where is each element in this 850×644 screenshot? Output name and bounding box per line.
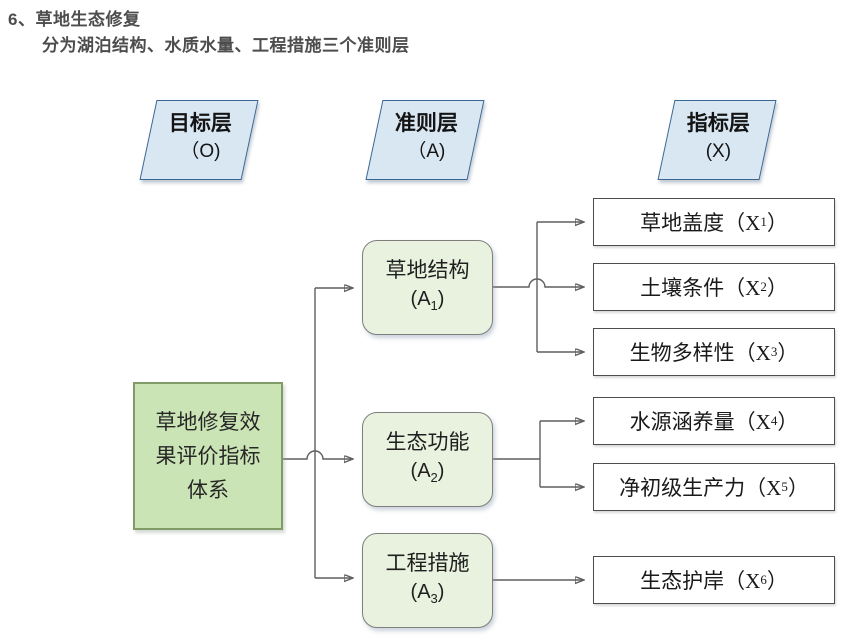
section-subtitle: 分为湖泊结构、水质水量、工程措施三个准则层 (42, 36, 410, 55)
indicator-label: 土壤条件 (640, 276, 725, 300)
header-criteria-layer: 准则层 （A) (365, 100, 485, 180)
criteria-label: 生态功能 (385, 430, 470, 454)
connector-o-to-a2 (283, 450, 352, 459)
criteria-box-a1: 草地结构 (A1) (362, 240, 493, 335)
criteria-code: (A3) (410, 581, 445, 606)
indicator-label: 草地盖度 (640, 211, 725, 235)
indicator-label: 生态护岸 (640, 569, 725, 593)
objective-line: 果评价指标 (155, 444, 261, 468)
section-title: 6、草地生态修复 (8, 10, 141, 29)
header-indicator-text: 指标层 (X) (686, 112, 750, 162)
header-objective-text: 目标层 （O) (168, 112, 232, 162)
criteria-code: (A2) (410, 460, 445, 485)
header-criteria-text: 准则层 （A) (394, 112, 458, 162)
header-objective-layer: 目标层 （O) (139, 100, 259, 180)
objective-line: 草地修复效 (155, 410, 261, 434)
criteria-label: 工程措施 (385, 551, 470, 575)
connector-a1-to-x2 (493, 278, 583, 287)
criteria-box-a2: 生态功能 (A2) (362, 412, 493, 507)
criteria-box-a3: 工程措施 (A3) (362, 533, 493, 628)
indicator-label: 生物多样性 (629, 341, 735, 365)
header-indicator-layer: 指标层 (X) (657, 100, 777, 180)
criteria-code: (A1) (410, 288, 445, 313)
objective-box: 草地修复效 果评价指标 体系 (133, 382, 283, 530)
criteria-label: 草地结构 (385, 258, 470, 282)
indicator-label: 水源涵养量 (629, 410, 735, 434)
indicator-label: 净初级生产力 (619, 476, 746, 500)
objective-line: 体系 (187, 478, 229, 502)
